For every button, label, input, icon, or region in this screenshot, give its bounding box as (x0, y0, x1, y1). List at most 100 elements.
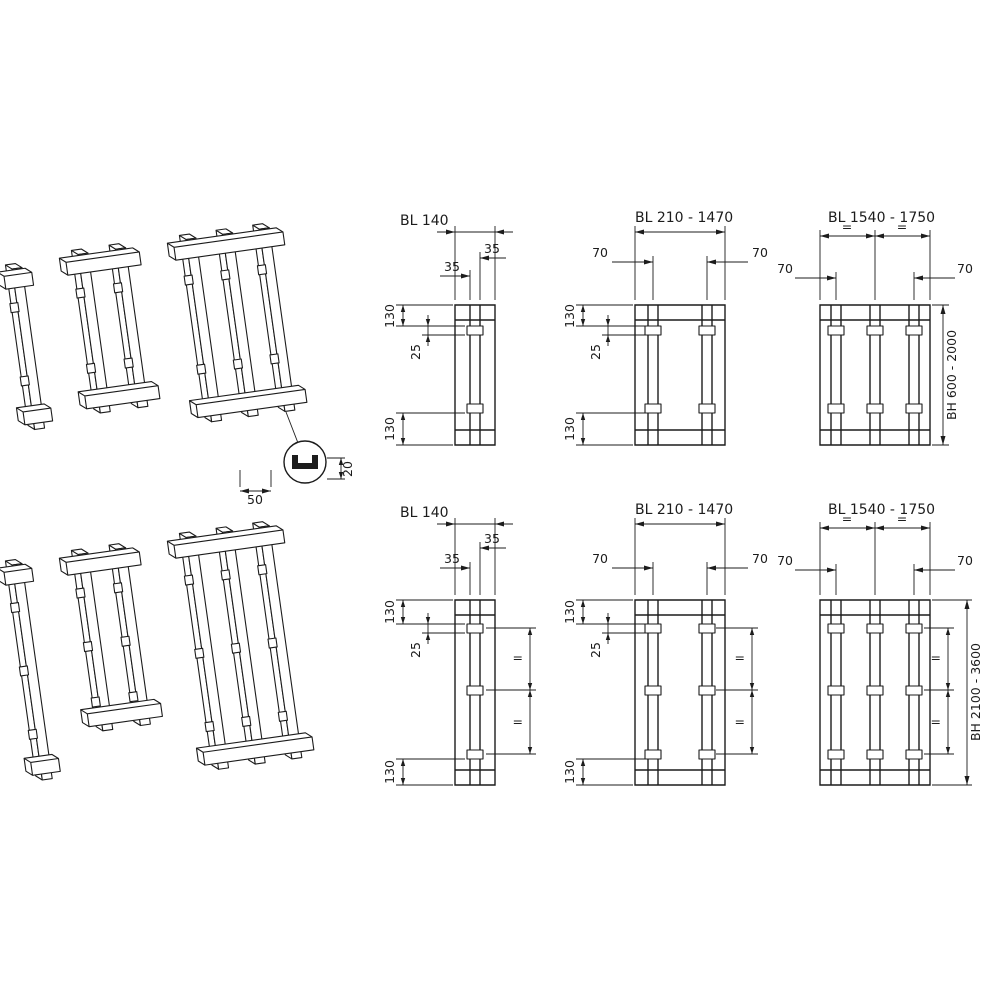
slats (185, 525, 303, 770)
iso-panels-top-row (0, 223, 308, 431)
dim-equal-right: = (897, 219, 907, 234)
clips (827, 623, 923, 760)
dimension-lines (795, 527, 968, 785)
drawing-bl140-bottom: BL 140 35 35 130 25 130 = = (382, 505, 536, 786)
dim-130-bottom: 130 (562, 760, 577, 784)
drawing-bl210-top: BL 210 - 1470 70 70 130 25 130 (562, 210, 768, 446)
drawing-bl140-top: BL 140 35 35 130 25 130 (382, 213, 513, 446)
clips (466, 623, 484, 760)
detail-extension-lines (239, 457, 345, 487)
drawing-bl1540-top: BL 1540 - 1750 = = 70 70 BH 600 - 2000 (777, 210, 973, 446)
panel-outline (454, 304, 496, 446)
dimension-lines (402, 231, 513, 445)
drawing-title: BL 1540 - 1750 (828, 210, 935, 226)
extension-lines (819, 230, 949, 446)
dim-equal-upper: = (513, 650, 523, 665)
dim-25: 25 (408, 344, 423, 360)
clips (644, 325, 716, 414)
drawing-bl1540-bottom: BL 1540 - 1750 = = 70 70 = = BH 2100 - 3… (777, 502, 983, 786)
dim-equal-upper: = (735, 650, 745, 665)
drawing-title: BL 140 (400, 213, 449, 229)
leader-line (285, 411, 299, 444)
dim-70-right: 70 (957, 261, 973, 276)
clips (75, 282, 134, 374)
dimension-lines (402, 523, 531, 785)
dim-35-right: 35 (484, 531, 500, 546)
dim-equal-lower: = (513, 714, 523, 729)
dim-130-top: 130 (382, 304, 397, 328)
drawing-bl210-bottom: BL 210 - 1470 70 70 130 25 130 = = (562, 502, 768, 786)
dimension-arrows (820, 525, 970, 785)
clips (827, 325, 923, 414)
dim-equal-left: = (842, 219, 852, 234)
iso-panel-large-top (166, 223, 308, 423)
dim-130-top: 130 (562, 304, 577, 328)
iso-panel-large-bottom (166, 521, 315, 770)
detail-width-label: 50 (247, 492, 263, 507)
rail-bottom (23, 753, 61, 776)
iso-panel-small-top (0, 263, 54, 431)
drawing-title: BL 210 - 1470 (635, 502, 733, 518)
rail-bottom (15, 403, 54, 426)
dim-70-right: 70 (752, 245, 768, 260)
clips (644, 623, 716, 760)
detail-callout: 50 20 (239, 411, 355, 507)
extension-lines (396, 226, 496, 446)
clips (466, 325, 484, 414)
extension-lines (576, 518, 758, 786)
dim-130-top: 130 (382, 600, 397, 624)
rail-top (58, 247, 142, 276)
iso-panel-medium-top (58, 243, 161, 414)
dim-130-bottom: 130 (562, 417, 577, 441)
dim-70-right: 70 (957, 553, 973, 568)
dim-70-left: 70 (592, 245, 608, 260)
dim-35-left: 35 (444, 551, 460, 566)
iso-panel-small-bottom (0, 559, 61, 781)
clips (183, 264, 280, 375)
dim-25: 25 (588, 642, 603, 658)
panel-outline (454, 599, 496, 786)
dim-bh-range: BH 600 - 2000 (944, 330, 959, 420)
dim-130-top: 130 (562, 600, 577, 624)
rail-bottom (77, 380, 161, 410)
clips (75, 582, 139, 708)
extension-lines (396, 518, 536, 786)
extension-lines (576, 226, 726, 446)
dimension-lines (582, 231, 748, 445)
extension-lines (819, 522, 972, 786)
rail-bottom (188, 384, 308, 419)
dim-equal-left: = (842, 511, 852, 526)
detail-circle (283, 440, 327, 484)
dim-130-bottom: 130 (382, 760, 397, 784)
dim-35-right: 35 (484, 241, 500, 256)
iso-panel-medium-bottom (58, 543, 163, 732)
dim-70-left: 70 (777, 261, 793, 276)
panel-outline (634, 304, 726, 446)
iso-panels-bottom-row (0, 521, 315, 781)
dim-70-left: 70 (777, 553, 793, 568)
channel-profile (292, 455, 318, 469)
rail-top (0, 563, 35, 586)
dimension-lines (582, 523, 753, 785)
dim-equal-upper: = (931, 650, 941, 665)
slat-sides (178, 223, 286, 423)
rail-bottom (80, 698, 163, 728)
drawing-title: BL 210 - 1470 (635, 210, 733, 226)
dim-70-right: 70 (752, 551, 768, 566)
panel-outline (819, 304, 931, 446)
dim-25: 25 (588, 344, 603, 360)
dim-35-left: 35 (444, 259, 460, 274)
slats (11, 563, 53, 781)
dim-equal-right: = (897, 511, 907, 526)
dim-70-left: 70 (592, 551, 608, 566)
clips (9, 602, 38, 740)
slats (185, 227, 296, 423)
clips (9, 302, 30, 387)
dim-equal-lower: = (735, 714, 745, 729)
dim-25: 25 (408, 642, 423, 658)
dim-130-bottom: 130 (382, 417, 397, 441)
dim-equal-lower: = (931, 714, 941, 729)
dim-bh-range: BH 2100 - 3600 (968, 643, 983, 741)
